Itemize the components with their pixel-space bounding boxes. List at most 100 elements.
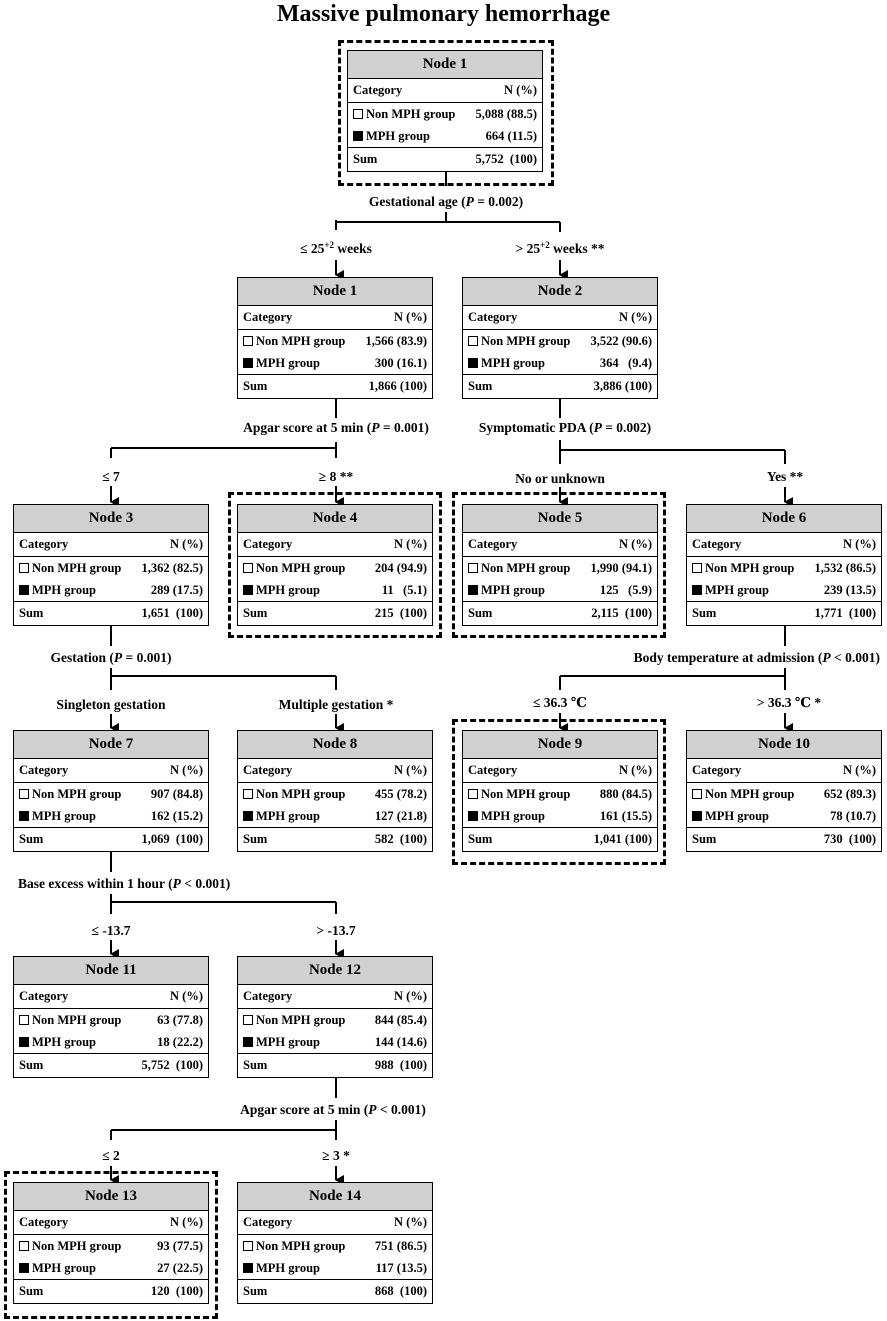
mph-label: MPH group — [705, 582, 770, 597]
connector-root-split — [335, 212, 561, 232]
mph-value: 364 (9.4) — [599, 355, 652, 370]
sum-value: 2,115 (100) — [591, 606, 652, 620]
node-title: Node 14 — [238, 1183, 432, 1211]
non-mph-label: Non MPH group — [705, 560, 795, 575]
non-mph-label: Non MPH group — [32, 1238, 122, 1253]
mph-value: 27 (22.5) — [157, 1260, 203, 1275]
empty-square-icon — [692, 563, 702, 573]
n-pct-label: N (%) — [394, 989, 427, 1003]
n-pct-label: N (%) — [619, 537, 652, 551]
filled-square-icon — [19, 1263, 29, 1273]
node-title: Node 4 — [238, 505, 432, 533]
empty-square-icon — [243, 1241, 253, 1251]
non-mph-value: 751 (86.5) — [374, 1238, 427, 1253]
category-label: Category — [243, 537, 293, 551]
n-pct-label: N (%) — [394, 537, 427, 551]
node-5: Node 5 Category N (%) Non MPH group 1,990 … — [462, 504, 658, 626]
filled-square-icon — [19, 811, 29, 821]
non-mph-value: 204 (94.9) — [374, 560, 427, 575]
branch-label-no-or-unknown: No or unknown — [515, 471, 605, 486]
split-label-symptomatic-pda: Symptomatic PDA (P = 0.002) — [478, 420, 652, 435]
empty-square-icon — [468, 336, 478, 346]
non-mph-value: 455 (78.2) — [374, 786, 427, 801]
sum-value: 730 (100) — [823, 832, 876, 846]
mph-value: 144 (14.6) — [374, 1034, 427, 1049]
mph-value: 289 (17.5) — [150, 582, 203, 597]
sum-value: 868 (100) — [374, 1284, 427, 1298]
mph-label: MPH group — [32, 1034, 97, 1049]
category-label: Category — [243, 763, 293, 777]
sum-value: 3,886 (100) — [593, 379, 652, 393]
split-label-base-excess: Base excess within 1 hour (P < 0.001) — [18, 876, 231, 891]
sum-value: 1,041 (100) — [593, 832, 652, 846]
sum-value: 120 (100) — [150, 1284, 203, 1298]
n-pct-label: N (%) — [394, 763, 427, 777]
highlight-node-5 — [452, 492, 666, 638]
category-label: Category — [19, 1215, 69, 1229]
node-title: Node 3 — [14, 505, 208, 533]
empty-square-icon — [19, 1241, 29, 1251]
mph-label: MPH group — [256, 582, 321, 597]
node-title: Node 5 — [463, 505, 657, 533]
non-mph-value: 93 (77.5) — [157, 1238, 203, 1253]
non-mph-value: 5,088 (88.5) — [475, 106, 537, 121]
sum-value: 582 (100) — [374, 832, 427, 846]
non-mph-label: Non MPH group — [481, 333, 571, 348]
connector-node-6-split — [559, 668, 786, 690]
category-label: Category — [19, 989, 69, 1003]
split-label-gestational-age: Gestational age (P = 0.002) — [368, 194, 524, 209]
filled-square-icon — [19, 585, 29, 595]
branch-label-gt-36-3: > 36.3 ℃ * — [756, 695, 822, 710]
node-title: Node 12 — [238, 957, 432, 985]
sum-label: Sum — [692, 606, 717, 620]
filled-square-icon — [468, 585, 478, 595]
category-label: Category — [19, 763, 69, 777]
node-title: Node 9 — [463, 731, 657, 759]
sum-label: Sum — [468, 606, 493, 620]
category-label: Category — [353, 83, 403, 97]
branch-label-ge-3: ≥ 3 * — [322, 1148, 350, 1163]
mph-label: MPH group — [32, 1260, 97, 1275]
mph-label: MPH group — [705, 808, 770, 823]
connector-node-1-split — [110, 442, 337, 458]
category-label: Category — [243, 989, 293, 1003]
filled-square-icon — [243, 585, 253, 595]
non-mph-value: 1,990 (94.1) — [590, 560, 652, 575]
category-label: Category — [468, 763, 518, 777]
branch-label-le-36-3: ≤ 36.3 ℃ — [533, 695, 587, 710]
connector-node-7-split — [110, 894, 337, 914]
node-title: Node 10 — [687, 731, 881, 759]
node-title: Node 11 — [14, 957, 208, 985]
filled-square-icon — [243, 1037, 253, 1047]
category-label: Category — [243, 1215, 293, 1229]
mph-label: MPH group — [481, 808, 546, 823]
split-label-gestation: Gestation (P = 0.001) — [50, 650, 172, 665]
non-mph-label: Non MPH group — [705, 786, 795, 801]
sum-value: 1,069 (100) — [141, 832, 203, 846]
n-pct-label: N (%) — [843, 537, 876, 551]
branch-label-multiple: Multiple gestation * — [278, 697, 394, 712]
node-title: Node 13 — [14, 1183, 208, 1211]
empty-square-icon — [243, 336, 253, 346]
split-label-apgar-score: Apgar score at 5 min (P = 0.001) — [243, 420, 429, 435]
n-pct-label: N (%) — [170, 1215, 203, 1229]
mph-value: 300 (16.1) — [374, 355, 427, 370]
sum-value: 1,771 (100) — [814, 606, 876, 620]
n-pct-label: N (%) — [170, 989, 203, 1003]
non-mph-label: Non MPH group — [32, 1012, 122, 1027]
connector-node-2-split — [559, 440, 786, 464]
non-mph-label: Non MPH group — [481, 560, 571, 575]
category-label: Category — [468, 537, 518, 551]
n-pct-label: N (%) — [170, 537, 203, 551]
highlight-node-13 — [4, 1171, 218, 1319]
sum-value: 1,866 (100) — [368, 379, 427, 393]
highlight-node-9 — [452, 719, 666, 865]
